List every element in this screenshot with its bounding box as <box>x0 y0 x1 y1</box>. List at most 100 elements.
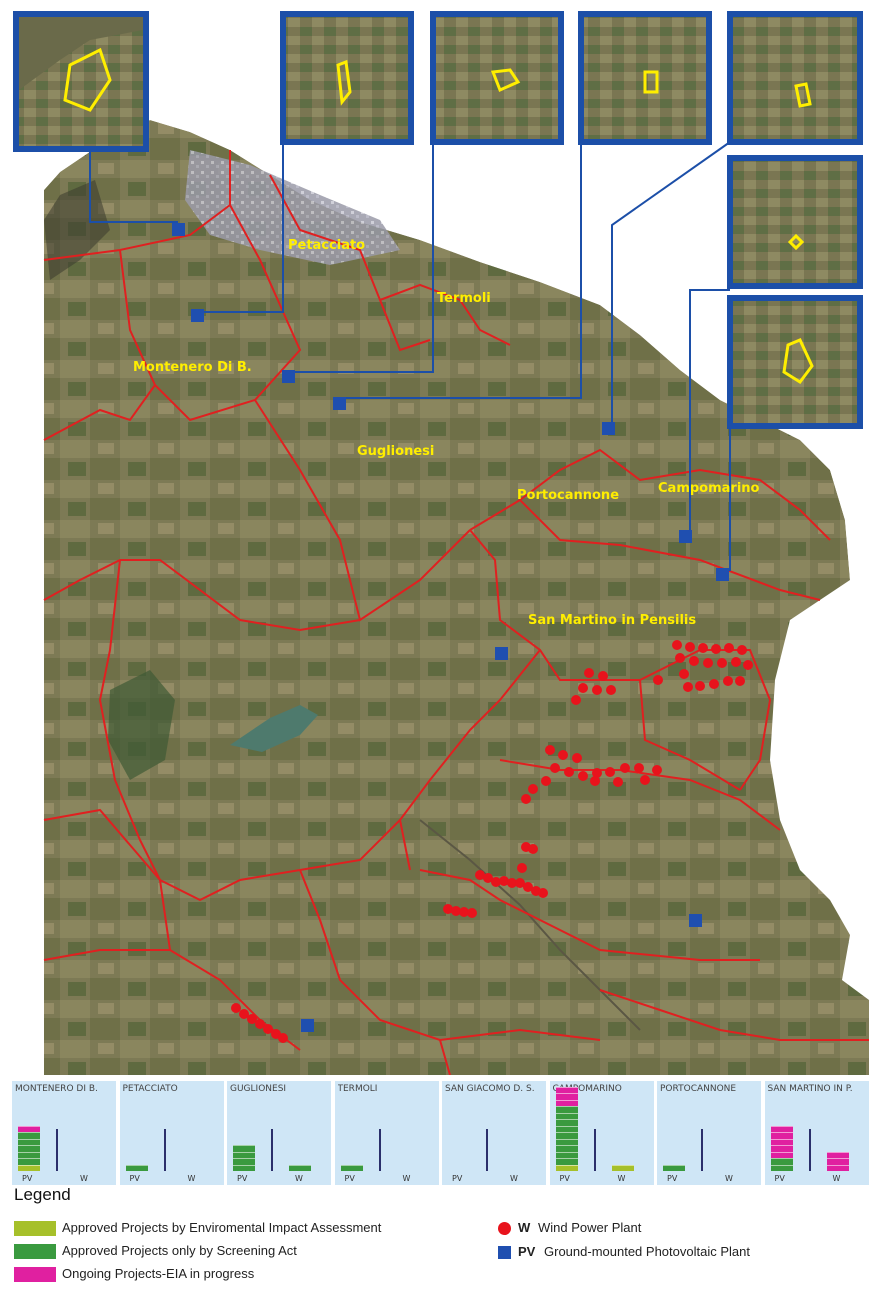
w-bar-stack <box>826 1151 849 1171</box>
bar-segment-screening <box>555 1158 578 1165</box>
bar-panel: MONTENERO DI B. PV W <box>12 1081 119 1185</box>
w-bar-stack <box>289 1164 311 1171</box>
municipal-boundaries <box>43 150 869 1075</box>
bar-segment-screening <box>233 1158 255 1165</box>
bar-segment-screening <box>555 1151 578 1158</box>
bar-segment-screening <box>233 1164 255 1171</box>
bar-segment-approved_eia <box>18 1164 40 1171</box>
bar-segment-screening <box>555 1132 578 1139</box>
axis-label-pv: PV <box>344 1174 355 1183</box>
bar-segment-screening <box>233 1151 255 1158</box>
inset-campomarino-3 <box>727 295 863 429</box>
pv-marker <box>301 1019 314 1032</box>
w-bar-stack <box>611 1164 634 1171</box>
bar-panel-title: GUGLIONESI <box>230 1084 287 1094</box>
inset-guglionesi <box>430 11 564 145</box>
axis-label-pv: PV <box>774 1174 785 1183</box>
panel-divider <box>378 1129 381 1171</box>
pv-bar-stack <box>663 1164 685 1171</box>
panel-divider <box>163 1129 166 1171</box>
bar-segment-ongoing <box>826 1151 849 1158</box>
axis-label-pv: PV <box>667 1174 678 1183</box>
axis-label-pv: PV <box>237 1174 248 1183</box>
pv-marker <box>282 370 295 383</box>
axis-label-pv: PV <box>452 1174 463 1183</box>
bar-segment-screening <box>555 1125 578 1132</box>
pv-marker <box>333 397 346 410</box>
pv-bar-stack <box>555 1086 578 1171</box>
bar-panel: TERMOLI PV W <box>334 1081 442 1185</box>
legend-pv-abbr: PV <box>518 1244 536 1259</box>
bar-panel-title: CAMPOMARINO <box>552 1084 622 1094</box>
bar-segment-screening <box>18 1138 40 1145</box>
axis-label-w: W <box>402 1174 411 1183</box>
lake <box>230 705 318 752</box>
pv-marker <box>716 568 729 581</box>
label-guglionesi: Guglionesi <box>357 444 434 459</box>
bar-segment-ongoing <box>555 1093 578 1100</box>
pv-marker <box>689 914 702 927</box>
bar-segment-approved_eia <box>611 1164 634 1171</box>
inset-montenero <box>13 11 149 152</box>
aerial-insets <box>13 11 863 429</box>
bar-panel: GUGLIONESI PV W <box>227 1081 334 1185</box>
bar-segment-screening <box>233 1145 255 1152</box>
axis-label-w: W <box>187 1174 196 1183</box>
panel-divider <box>808 1129 811 1171</box>
bar-panel-title: TERMOLI <box>337 1084 378 1094</box>
legend-title: Legend <box>14 1185 71 1204</box>
pv-bar-stack <box>340 1164 363 1171</box>
axis-label-w: W <box>80 1174 88 1183</box>
bar-segment-screening <box>18 1158 40 1165</box>
axis-label-pv: PV <box>22 1174 33 1183</box>
legend-wind-abbr: W <box>518 1220 531 1235</box>
swatch-ongoing <box>14 1267 56 1282</box>
label-montenero: Montenero Di B. <box>133 360 252 375</box>
bar-segment-ongoing <box>826 1158 849 1165</box>
inset-campomarino-1 <box>727 11 863 145</box>
legend-item-ongoing: Ongoing Projects-EIA in progress <box>62 1266 255 1281</box>
bar-segment-screening <box>555 1106 578 1113</box>
bar-panel-title: SAN MARTINO IN P. <box>767 1084 853 1094</box>
inset-campomarino-2 <box>727 155 863 289</box>
dark-vegetation <box>108 670 175 780</box>
bar-segment-screening <box>18 1151 40 1158</box>
bar-segment-screening <box>555 1138 578 1145</box>
axis-label-pv: PV <box>559 1174 570 1183</box>
inset-portocannone <box>578 11 712 145</box>
legend-item-approved-eia: Approved Projects by Enviromental Impact… <box>62 1220 382 1235</box>
bar-segment-screening <box>770 1158 793 1165</box>
pv-marker <box>495 647 508 660</box>
river <box>419 819 641 1031</box>
bar-segment-ongoing <box>770 1125 793 1132</box>
bar-segment-ongoing <box>18 1125 40 1132</box>
urban-area-termoli <box>185 150 400 265</box>
bar-panel-title: MONTENERO DI B. <box>15 1084 98 1094</box>
bar-segment-screening <box>770 1164 793 1171</box>
bar-panel-title: PETACCIATO <box>122 1084 178 1094</box>
pv-symbol-icon <box>498 1246 511 1259</box>
wind-symbol-icon <box>498 1222 511 1235</box>
pv-bar-stack <box>233 1145 255 1171</box>
bar-segment-ongoing <box>555 1099 578 1106</box>
bar-segment-screening <box>125 1164 148 1171</box>
pv-bar-stack <box>770 1125 793 1171</box>
legend-pv-label: Ground-mounted Photovoltaic Plant <box>544 1244 750 1259</box>
bar-segment-screening <box>340 1164 363 1171</box>
bar-segment-ongoing <box>770 1145 793 1152</box>
coastal-strip <box>44 180 110 280</box>
axis-label-w: W <box>295 1174 303 1183</box>
panel-divider <box>593 1129 596 1171</box>
bar-segment-ongoing <box>770 1132 793 1139</box>
label-portocannone: Portocannone <box>517 488 619 503</box>
pv-marker <box>191 309 204 322</box>
inset-petacciato <box>280 11 414 145</box>
bar-segment-screening <box>18 1132 40 1139</box>
panel-divider <box>701 1129 703 1171</box>
bar-segment-ongoing <box>555 1086 578 1093</box>
leader-lines <box>89 141 731 571</box>
